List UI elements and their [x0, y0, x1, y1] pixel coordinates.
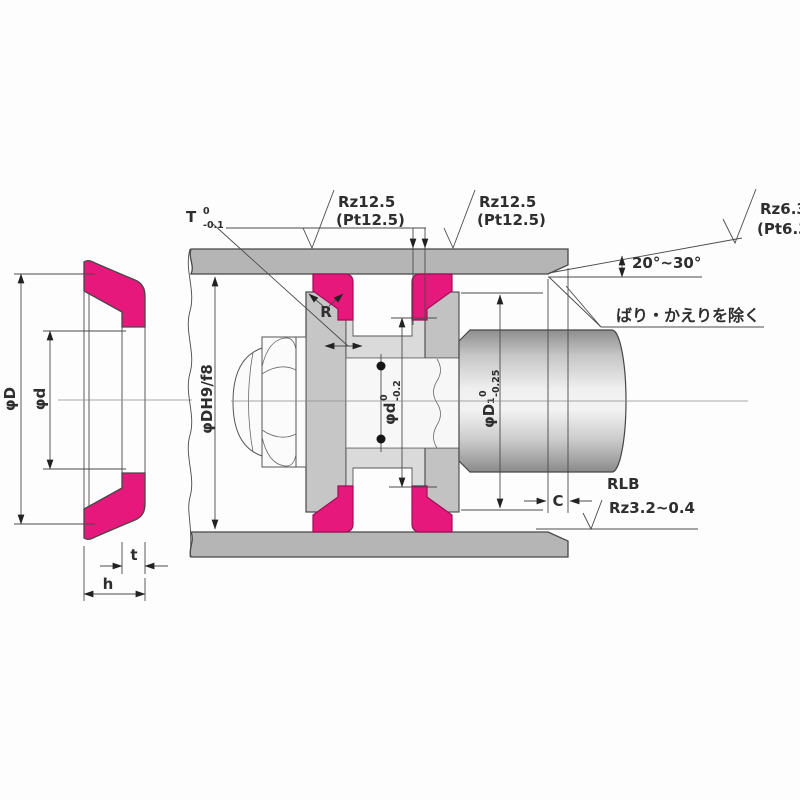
chamfer-length-label: C — [552, 492, 563, 510]
groove-diameter-label: φd — [381, 403, 399, 425]
bore-diameter-label: φDH9/f8 — [198, 364, 216, 434]
seal-bottom-left — [312, 485, 354, 533]
lip-thickness-dimension: t — [100, 542, 168, 574]
inner-diameter-label: φd — [31, 388, 49, 410]
hub-area — [345, 357, 460, 449]
seal-top-left — [312, 273, 354, 321]
roughness1-line2: (Pt12.5) — [336, 211, 405, 229]
surface-roughness-callout-3: Rz6.3 (Pt6.3) — [548, 188, 800, 274]
roughness1-line1: Rz12.5 — [338, 193, 395, 211]
groove-width-dimension: T 0 -0.1 — [186, 206, 429, 350]
lip-thickness-label: t — [130, 546, 137, 564]
groove-width-tol-lower: -0.1 — [203, 220, 224, 231]
rod-surface-callout: RLB Rz3.2~0.4 — [536, 475, 698, 531]
installed-seals — [312, 273, 453, 533]
pilot-diameter-tol-lower: -0.25 — [491, 370, 502, 397]
installation-section-view: φDH9/f8 T 0 -0.1 R Rz12.5 (Pt12.5) — [186, 188, 800, 558]
pilot-diameter-dimension: φD₁ 0 -0.25 — [461, 292, 543, 511]
groove-width-label: T — [186, 208, 197, 226]
groove-radius-label: R — [320, 303, 332, 321]
groove-radius-callout: R — [308, 293, 344, 321]
surface-roughness-callout-1: Rz12.5 (Pt12.5) — [302, 189, 405, 250]
roughness3-line2: (Pt6.3) — [757, 220, 800, 238]
roughness3-line1: Rz6.3 — [760, 200, 800, 218]
entry-angle-label: 20°~30° — [632, 254, 701, 272]
seal-section-bottom — [83, 472, 146, 540]
rod-surface-line1: RLB — [607, 475, 640, 493]
cylinder-wall-top — [189, 248, 569, 275]
clamp-plate — [305, 291, 347, 513]
groove-diameter-dimension: φd 0 -0.2 — [376, 354, 403, 452]
seal-bottom-right — [411, 485, 453, 533]
pilot-diameter-label: φD₁ — [480, 397, 498, 428]
roughness2-line1: Rz12.5 — [479, 193, 536, 211]
seal-height-dimension: h — [83, 546, 146, 601]
seal-section-top — [83, 260, 146, 328]
rod-surface-line2: Rz3.2~0.4 — [609, 499, 695, 517]
seal-free-state-view: φD φd t h — [1, 260, 192, 601]
bore-diameter-dimension: φDH9/f8 — [198, 276, 219, 530]
cylinder-wall-bottom — [189, 531, 569, 558]
clamp-bolt-head — [232, 336, 307, 468]
inner-diameter-dimension: φd — [31, 330, 126, 470]
deburr-note-callout: ばり・かえりを除く — [548, 276, 764, 328]
break-line-left — [187, 248, 193, 558]
outer-diameter-label: φD — [1, 387, 19, 411]
seal-top-right — [411, 273, 453, 321]
outer-diameter-dimension: φD — [1, 273, 95, 525]
surface-roughness-callout-2: Rz12.5 (Pt12.5) — [443, 189, 546, 250]
roughness2-line2: (Pt12.5) — [477, 211, 546, 229]
entry-angle-dimension: 20°~30° — [548, 254, 702, 278]
deburr-note-text: ばり・かえりを除く — [616, 306, 760, 325]
groove-face-span-dimension — [389, 317, 437, 488]
seal-height-label: h — [103, 575, 114, 593]
pilot-diameter-tol-upper: 0 — [478, 390, 489, 397]
groove-diameter-tol-upper: 0 — [379, 394, 390, 401]
groove-width-tol-upper: 0 — [203, 206, 210, 217]
hub-break-line — [433, 358, 441, 449]
groove-diameter-tol-lower: -0.2 — [392, 380, 403, 401]
chamfer-length-dimension: C — [524, 268, 592, 513]
